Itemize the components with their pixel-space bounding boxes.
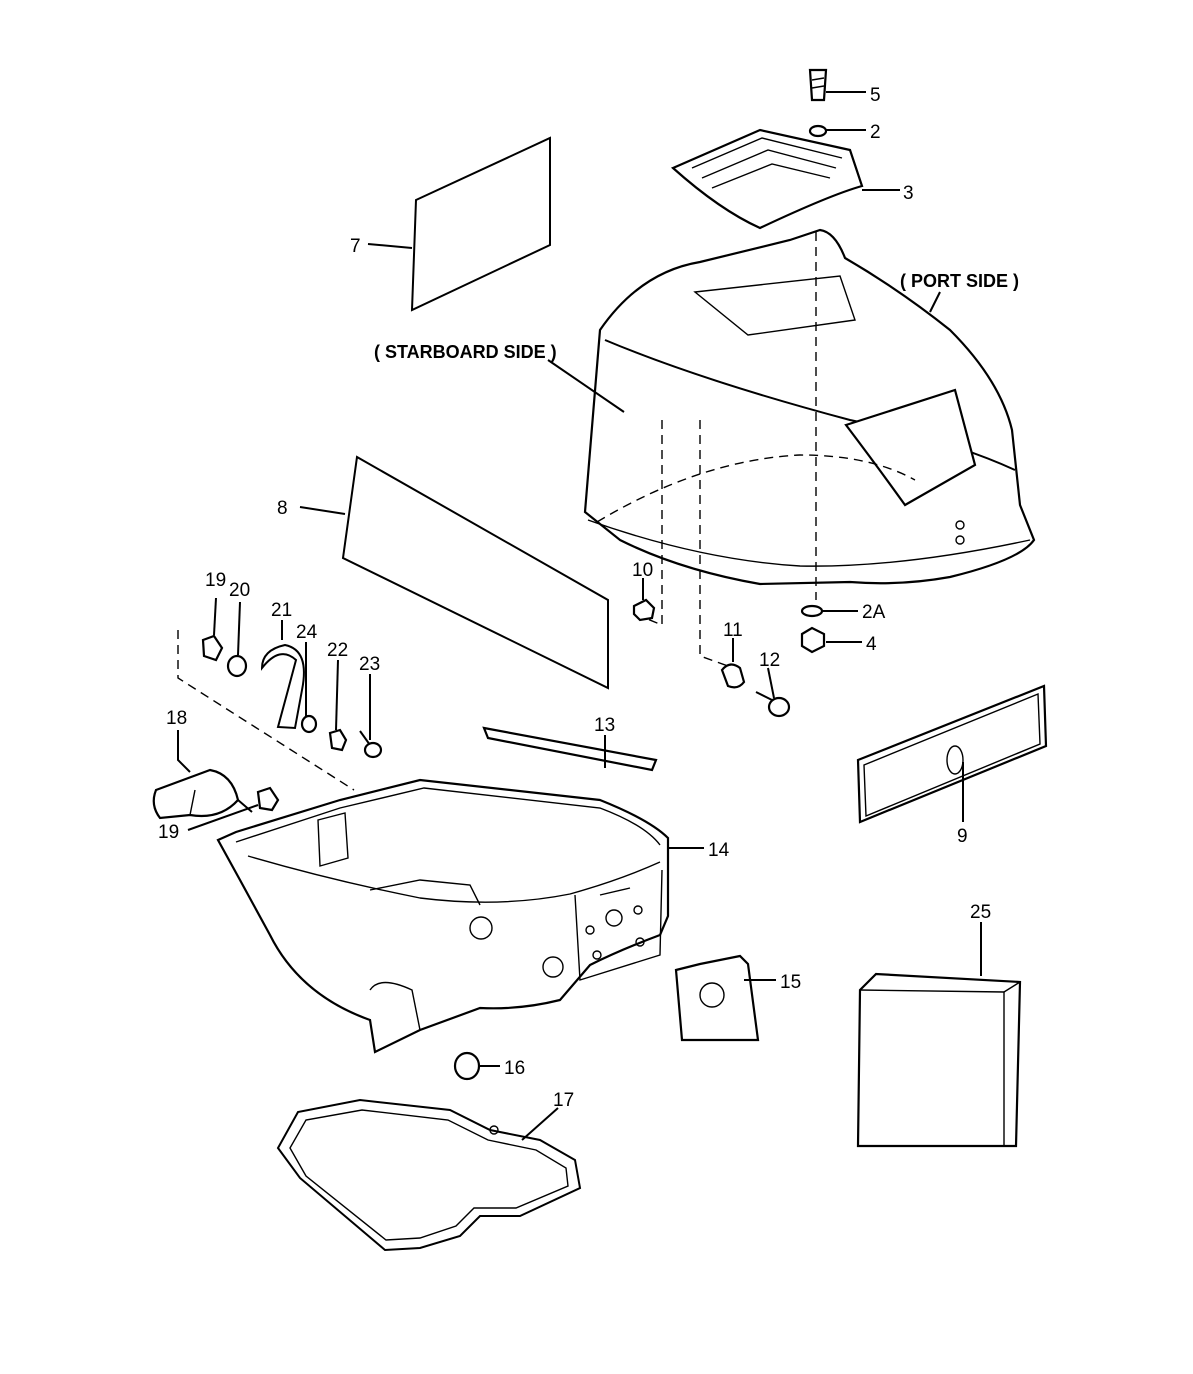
seal-strip [482,726,658,772]
decal-9 [856,684,1048,824]
callout-20: 20 [229,580,250,601]
callout-19-top: 19 [205,570,226,591]
callout-5: 5 [870,85,881,106]
gasket [276,1098,582,1252]
grommet-16 [453,1051,481,1081]
callout-14: 14 [708,840,730,861]
nut-19a [201,634,224,662]
nut-22 [328,728,348,752]
callout-19-bottom: 19 [158,822,179,843]
starboard-side-label: ( STARBOARD SIDE ) [374,342,557,362]
callout-25: 25 [970,902,991,923]
nut-19b [256,786,280,812]
callout-7: 7 [350,236,361,257]
screw-23 [359,730,383,759]
callout-10: 10 [632,560,653,581]
grommet-10 [632,598,656,622]
bushing-11 [720,663,746,689]
callout-16: 16 [504,1058,525,1079]
callout-24: 24 [296,622,318,643]
plate-15 [674,954,760,1042]
callout-12: 12 [759,650,780,671]
screw [808,68,828,102]
callout-21: 21 [271,600,292,621]
callout-8: 8 [277,498,288,519]
nut [800,626,826,654]
callout-18: 18 [166,708,187,729]
top-cowl [583,228,1036,667]
decal-8 [341,455,609,690]
cowl-cover [670,128,864,230]
decal-7 [410,136,551,312]
callout-17: 17 [553,1090,574,1111]
owners-manual [856,972,1022,1148]
latch-handle [152,768,253,820]
washer-24 [300,714,318,734]
callout-22: 22 [327,640,348,661]
stud-12 [755,691,791,718]
washer-20 [226,654,248,678]
port-side-label: ( PORT SIDE ) [900,271,1019,291]
callout-23: 23 [359,654,380,675]
washer-2a [800,604,824,618]
callout-15: 15 [780,972,801,993]
leader-lines [177,91,982,1141]
washer [808,124,828,138]
bottom-cowl [216,778,670,1054]
callout-2a: 2A [862,602,886,623]
callout-4: 4 [866,634,877,655]
callout-3: 3 [903,183,914,204]
callout-11: 11 [723,620,743,641]
callout-2: 2 [870,122,881,143]
callout-13: 13 [594,715,615,736]
latch-hook [260,643,305,730]
callout-9: 9 [957,826,968,847]
